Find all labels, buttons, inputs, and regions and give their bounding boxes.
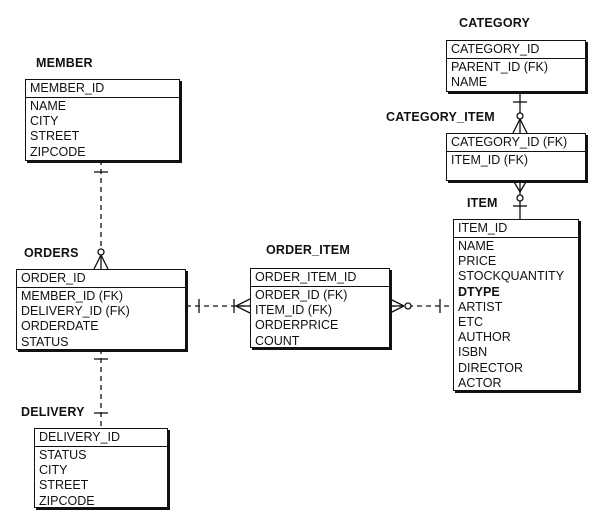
attribute-orderprice: ORDERPRICE: [255, 318, 339, 333]
item-title: ITEM: [467, 196, 498, 210]
attribute-city: CITY: [30, 114, 59, 129]
relationship-category-category-item: [512, 91, 528, 134]
category-item-pk: CATEGORY_ID (FK): [447, 134, 585, 152]
attribute-item-id-fk: ITEM_ID (FK): [451, 153, 529, 167]
order-item-pk: ORDER_ITEM_ID: [251, 269, 389, 287]
attribute-name: NAME: [451, 75, 488, 90]
attribute-street: STREET: [39, 478, 89, 493]
category-pk: CATEGORY_ID: [447, 41, 585, 59]
attribute-city: CITY: [39, 463, 68, 478]
attribute-order-id-fk: ORDER_ID (FK): [255, 288, 348, 302]
attribute-author: AUTHOR: [458, 330, 511, 345]
category-item-entity: CATEGORY_ID (FK) ITEM_ID (FK): [446, 133, 586, 181]
attribute-orderdate: ORDERDATE: [21, 319, 99, 334]
delivery-pk: DELIVERY_ID: [35, 429, 167, 447]
relationship-order-item-item: [389, 298, 453, 314]
attribute-etc: ETC: [458, 315, 483, 330]
orders-title: ORDERS: [24, 246, 79, 260]
relationship-category-item-item: [512, 179, 528, 219]
delivery-title: DELIVERY: [21, 405, 85, 419]
attribute-director: DIRECTOR: [458, 360, 524, 375]
member-title: MEMBER: [36, 56, 93, 70]
attribute-artist: ARTIST: [458, 299, 503, 314]
attribute-status: STATUS: [21, 334, 69, 349]
order-item-title: ORDER_ITEM: [266, 243, 350, 257]
item-pk: ITEM_ID: [454, 220, 578, 238]
category-entity: CATEGORY_ID PARENT_ID (FK)NAME: [446, 40, 586, 92]
attribute-actor: ACTOR: [458, 375, 502, 390]
member-pk: MEMBER_ID: [26, 80, 179, 98]
relationship-orders-order-item: [186, 298, 251, 314]
attribute-zipcode: ZIPCODE: [30, 144, 86, 159]
attribute-item-id-fk: ITEM_ID (FK): [255, 303, 333, 318]
attribute-name: NAME: [30, 99, 67, 113]
attribute-parent-id-fk: PARENT_ID (FK): [451, 60, 548, 74]
attribute-isbn: ISBN: [458, 345, 488, 360]
orders-entity: ORDER_ID MEMBER_ID (FK)DELIVERY_ID (FK)O…: [16, 269, 186, 350]
attribute-name: NAME: [458, 239, 495, 253]
category-item-attributes: ITEM_ID (FK): [447, 152, 585, 170]
attribute-price: PRICE: [458, 254, 497, 269]
category-title: CATEGORY: [459, 16, 531, 30]
attribute-stockquantity: STOCKQUANTITY: [458, 269, 565, 284]
category-item-title: CATEGORY_ITEM: [386, 110, 495, 124]
attribute-count: COUNT: [255, 333, 300, 348]
category-attributes: PARENT_ID (FK)NAME: [447, 59, 585, 92]
relationship-orders-delivery: [94, 349, 108, 428]
order-item-entity: ORDER_ITEM_ID ORDER_ID (FK)ITEM_ID (FK)O…: [250, 268, 390, 348]
attribute-street: STREET: [30, 129, 80, 144]
orders-pk: ORDER_ID: [17, 270, 185, 288]
attribute-dtype: DTYPE: [458, 284, 500, 299]
attribute-zipcode: ZIPCODE: [39, 493, 95, 508]
relationship-member-orders: [93, 160, 109, 270]
attribute-status: STATUS: [39, 448, 87, 462]
attribute-delivery-id-fk: DELIVERY_ID (FK): [21, 304, 130, 319]
attribute-member-id-fk: MEMBER_ID (FK): [21, 289, 124, 303]
